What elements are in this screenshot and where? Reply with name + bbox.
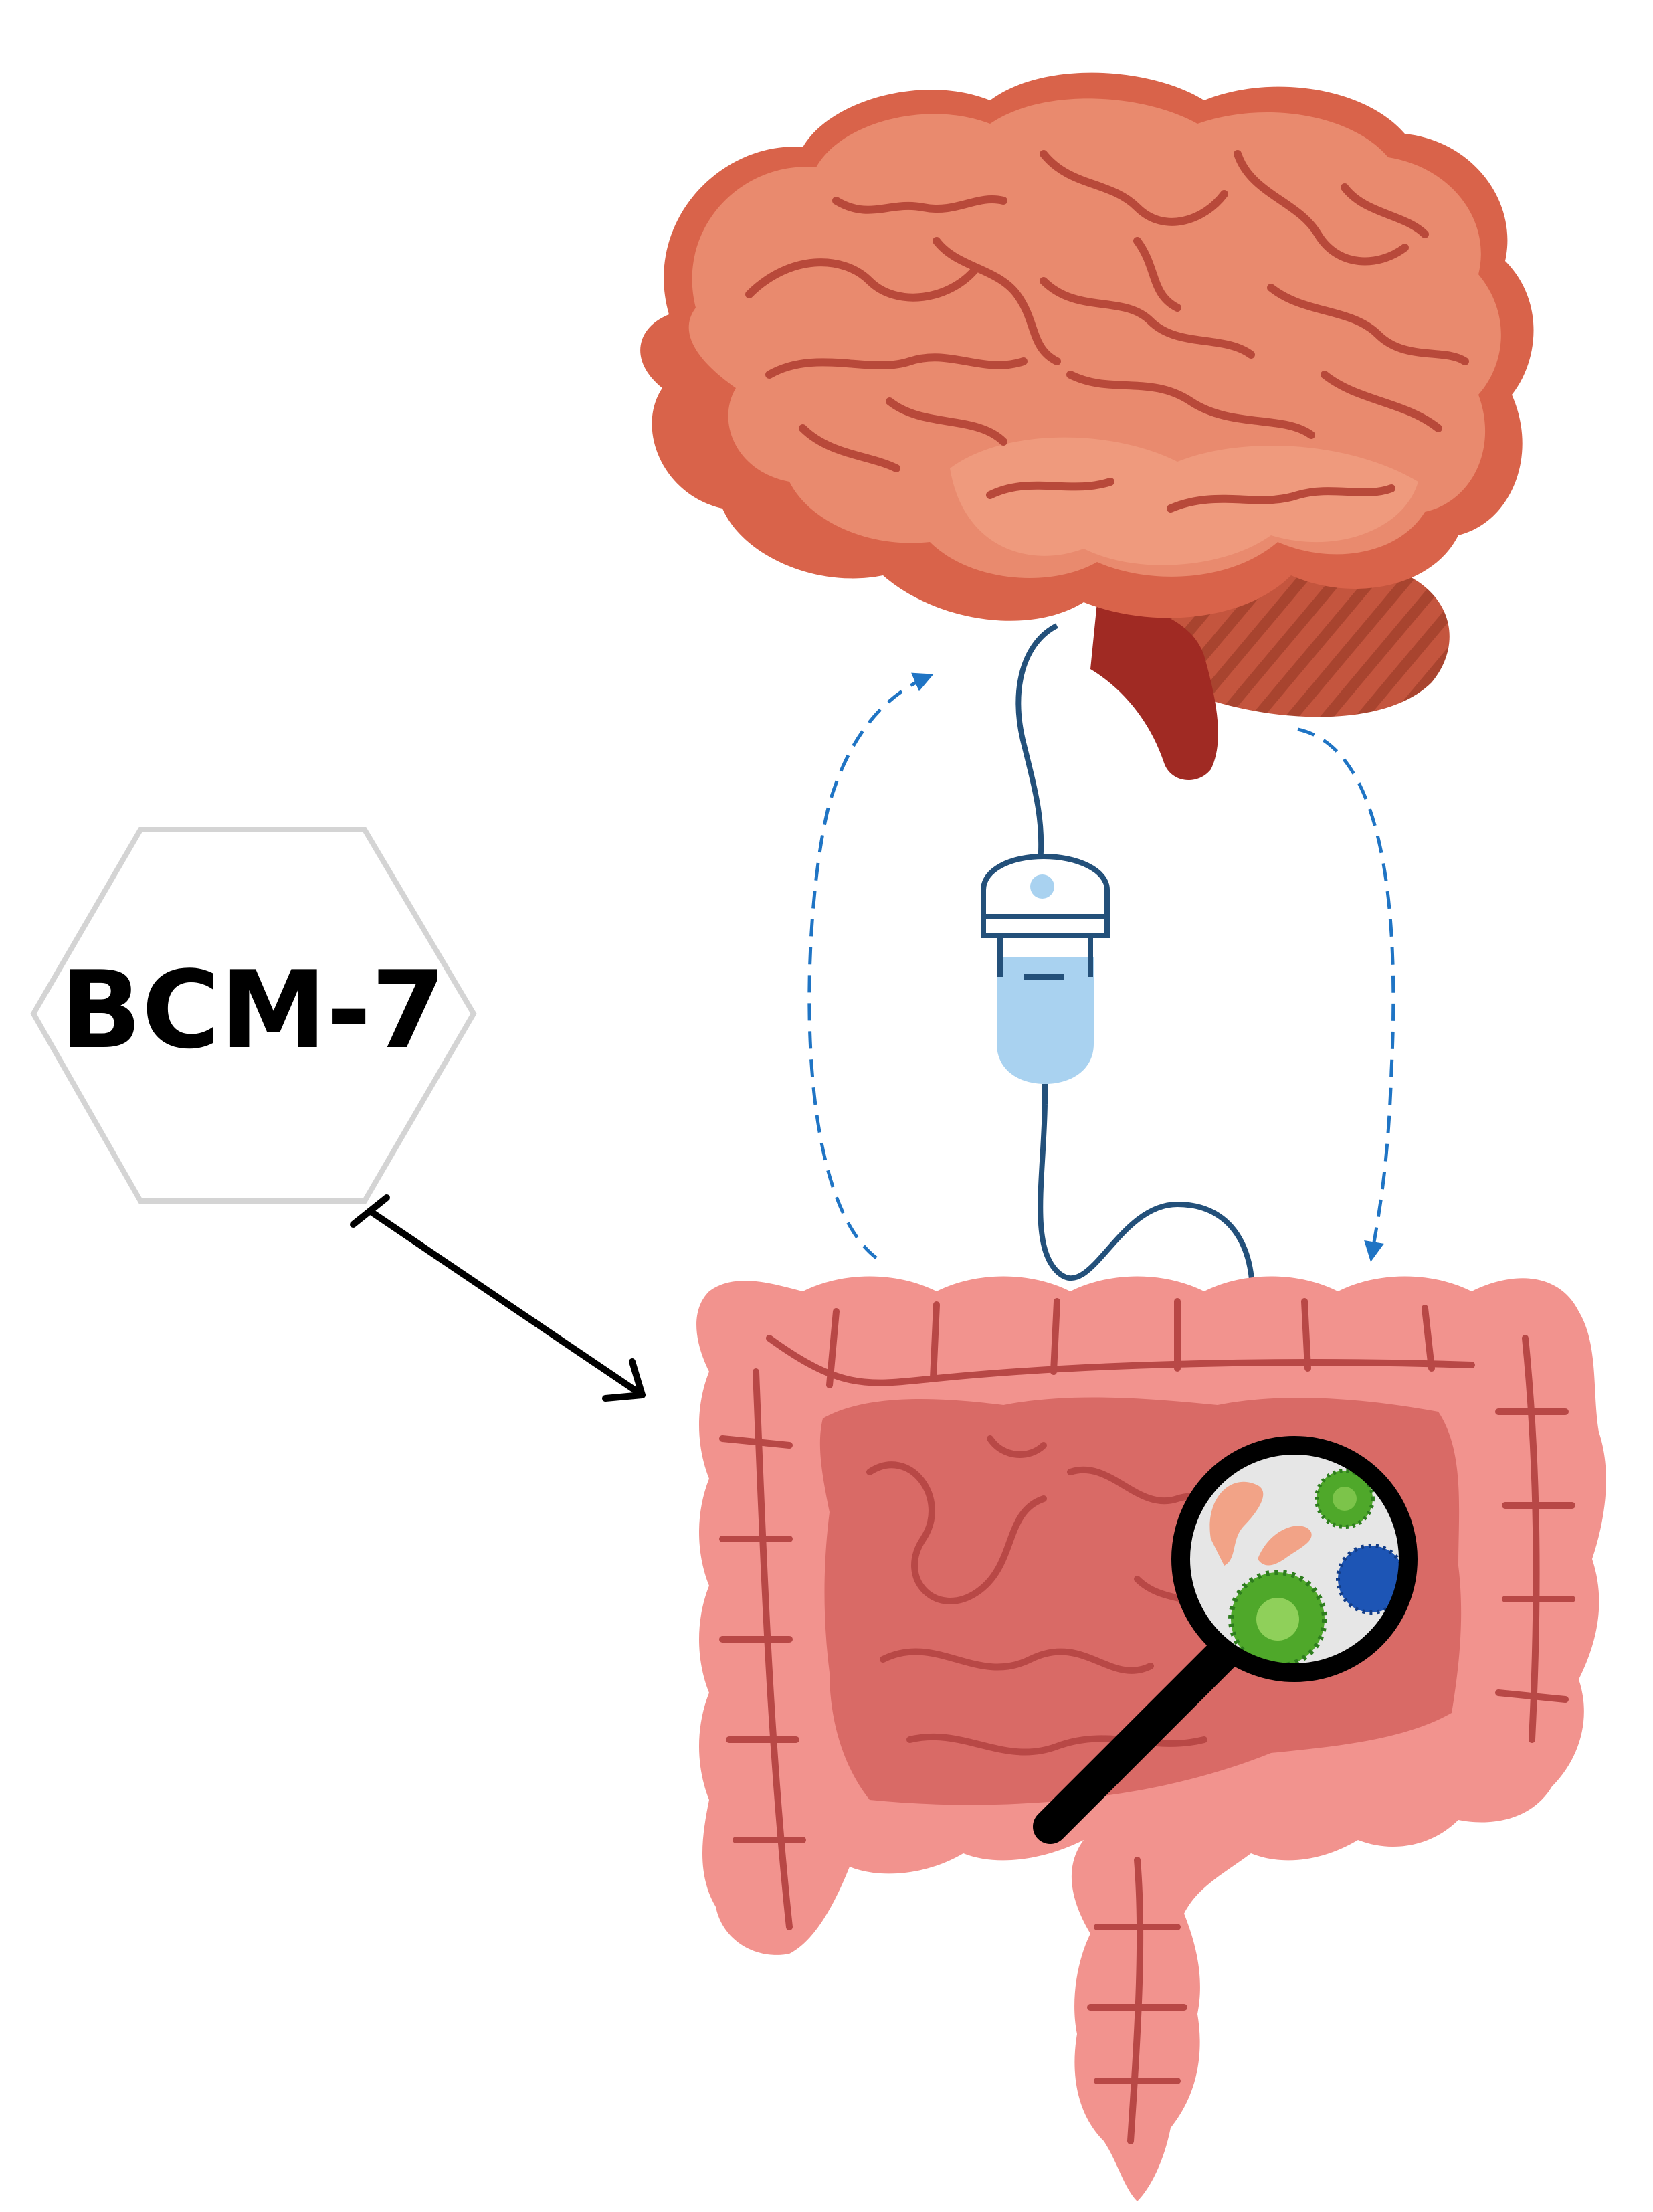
brainstem	[1090, 602, 1218, 781]
bacteria-rod	[1209, 1481, 1264, 1566]
bidirectional-signaling-arrows	[807, 672, 1395, 1262]
bacteria-icon	[1228, 1570, 1327, 1669]
nerve-pouch	[997, 957, 1094, 1084]
compound-label: BCM-7	[60, 947, 446, 1073]
inhibition-arrow	[350, 1194, 646, 1402]
bacteria-rod	[1258, 1526, 1312, 1566]
brain-to-gut-arrow	[1297, 727, 1395, 1262]
brain-icon	[640, 72, 1534, 781]
gut-to-brain-arrow	[807, 672, 934, 1259]
magnifying-glass-icon	[1033, 1436, 1418, 1844]
bcm7-compound: BCM-7	[30, 827, 477, 1204]
vagus-nerve-icon	[981, 623, 1255, 1312]
bacteria-icon	[1315, 1469, 1375, 1529]
hexagon-shape	[30, 827, 477, 1204]
